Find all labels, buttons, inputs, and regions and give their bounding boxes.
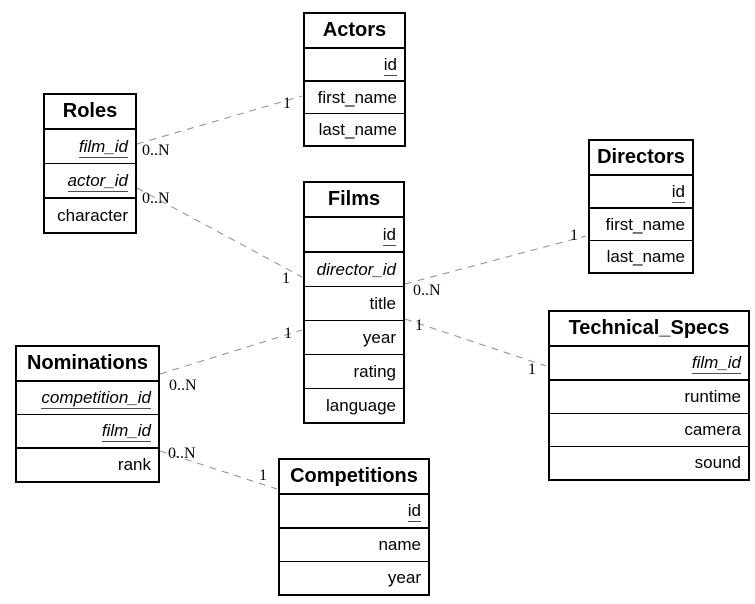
entity-roles-attr-section: character [45,197,135,232]
field-roles-character: character [57,206,128,225]
relationship-line-roles-films [136,187,303,278]
entity-actors-pk-section: id [305,49,404,80]
relationship-line-roles-actors [136,95,303,145]
entity-roles-title: Roles [45,95,135,130]
field-competitions-year: year [280,561,428,594]
entity-roles-pk-section: film_id actor_id [45,130,135,197]
entity-technical-specs: Technical_Specs film_id runtime camera s… [548,310,750,481]
entity-films-pk-section: id [305,218,403,251]
field-directors-id: id [671,182,685,203]
entity-nominations: Nominations competition_id film_id rank [15,345,160,483]
cardinality-nominations-films-near-nominations: 0..N [169,377,197,394]
cardinality-nominations-films-near-films: 1 [284,325,292,342]
field-films-id: id [382,225,396,246]
relationship-line-films-directors [404,235,587,285]
entity-technical-specs-attr-section: runtime camera sound [550,379,748,479]
field-films-director-id: director_id [316,260,396,279]
field-nominations-competition-id: competition_id [41,388,151,409]
cardinality-films-directors-near-directors: 1 [570,227,578,244]
cardinality-films-directors-near-films: 0..N [413,282,441,299]
cardinality-roles-actors-near-actors: 1 [283,95,291,112]
entity-technical-specs-title: Technical_Specs [550,312,748,347]
entity-roles: Roles film_id actor_id character [43,93,137,234]
entity-competitions: Competitions id name year [278,458,430,596]
field-films-title: title [305,286,403,320]
relationship-line-nominations-films [159,329,303,375]
cardinality-films-technical-specs-near-technical-specs: 1 [528,361,536,378]
entity-nominations-pk-section: competition_id film_id [17,382,158,447]
field-films-language: language [305,388,403,422]
field-actors-first-name: first_name [317,88,397,107]
field-roles-actor-id: actor_id [45,163,135,197]
field-nominations-film-id: film_id [17,414,158,447]
field-nominations-rank: rank [117,455,151,474]
entity-actors: Actors id first_name last_name [303,12,406,147]
cardinality-nominations-competitions-near-nominations: 0..N [168,445,196,462]
relationship-line-films-technical-specs [404,318,547,367]
entity-directors-title: Directors [590,141,692,176]
field-directors-first-name: first_name [605,215,685,234]
entity-films-attr-section: director_id title year rating language [305,251,403,422]
field-films-rating: rating [305,354,403,388]
field-competitions-id: id [407,501,421,522]
entity-actors-attr-section: first_name last_name [305,80,404,145]
field-directors-last-name: last_name [590,240,692,272]
field-actors-id: id [383,55,397,76]
field-technical-specs-sound: sound [550,446,748,479]
entity-technical-specs-pk-section: film_id [550,347,748,379]
cardinality-nominations-competitions-near-competitions: 1 [259,467,267,484]
entity-directors: Directors id first_name last_name [588,139,694,274]
entity-directors-attr-section: first_name last_name [590,207,692,272]
field-technical-specs-camera: camera [550,413,748,446]
entity-directors-pk-section: id [590,176,692,207]
field-technical-specs-film-id: film_id [691,353,741,374]
entity-films: Films id director_id title year rating l… [303,181,405,424]
field-roles-film-id: film_id [78,137,128,158]
cardinality-roles-films-near-roles: 0..N [142,190,170,207]
entity-competitions-attr-section: name year [280,527,428,594]
cardinality-roles-films-near-films: 1 [282,270,290,287]
entity-actors-title: Actors [305,14,404,49]
entity-competitions-pk-section: id [280,495,428,527]
entity-nominations-title: Nominations [17,347,158,382]
entity-films-title: Films [305,183,403,218]
field-actors-last-name: last_name [305,113,404,145]
field-competitions-name: name [378,535,421,554]
entity-nominations-attr-section: rank [17,447,158,481]
cardinality-films-technical-specs-near-films: 1 [415,317,423,334]
cardinality-roles-actors-near-roles: 0..N [142,142,170,159]
field-technical-specs-runtime: runtime [684,387,741,406]
entity-competitions-title: Competitions [280,460,428,495]
field-films-year: year [305,320,403,354]
